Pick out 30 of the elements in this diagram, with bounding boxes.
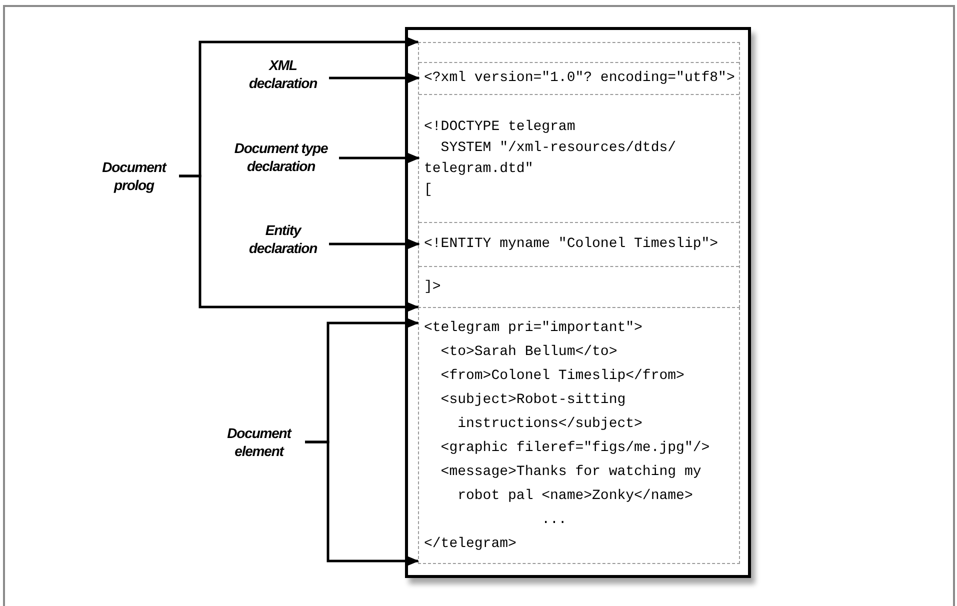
arrow	[179, 174, 419, 312]
prolog-region	[418, 42, 740, 308]
element-region	[418, 307, 740, 564]
code-line: [	[424, 180, 432, 200]
code-line: telegram.dtd"	[424, 160, 534, 178]
arrow	[329, 73, 420, 83]
code-line: ...	[540, 510, 567, 530]
code-line: instructions</subject>	[456, 414, 642, 434]
arrow	[305, 440, 419, 566]
callout-label: Document type declaration	[233, 139, 329, 175]
code-line: <telegram pri="important">	[424, 318, 642, 338]
code-line: </telegram>	[424, 534, 516, 554]
code-line: <!ENTITY myname "Colonel Timeslip">	[424, 235, 718, 254]
code-line: <to>Sarah Bellum</to>	[440, 342, 618, 362]
callout-label: Document element	[226, 424, 293, 460]
callout-label: Document prolog	[101, 158, 168, 194]
callout-label: Entity declaration	[248, 221, 318, 257]
code-line: <message>Thanks for watching my	[440, 462, 702, 482]
code-line: <graphic fileref="figs/me.jpg"/>	[440, 438, 710, 458]
document-box	[405, 27, 751, 578]
code-line: <subject>Robot-sitting	[440, 390, 626, 410]
code-line: <?xml version="1.0"? encoding="utf8">	[424, 69, 735, 88]
code-line: ]>	[424, 278, 441, 296]
code-line: robot pal <name>Zonky</name>	[456, 486, 693, 506]
code-line: SYSTEM "/xml-resources/dtds/	[440, 138, 676, 158]
arrow	[339, 153, 420, 163]
arrow	[329, 239, 420, 249]
callout-label: XML declaration	[248, 56, 318, 92]
code-line: <!DOCTYPE telegram	[424, 118, 576, 136]
code-line: <from>Colonel Timeslip</from>	[440, 366, 684, 386]
